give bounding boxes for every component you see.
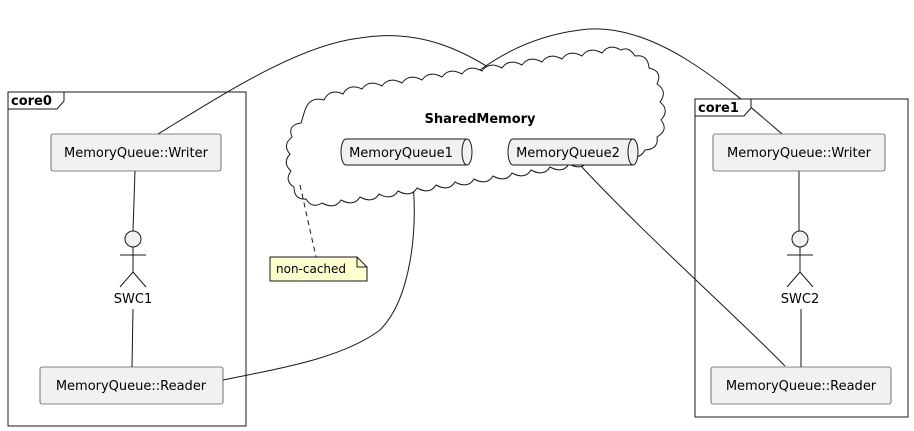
edge-queue2-to-core1-reader bbox=[579, 164, 786, 367]
frame-core0-tab bbox=[7, 91, 65, 110]
core0-reader-box bbox=[39, 366, 224, 405]
cloud-outline bbox=[285, 46, 666, 207]
note-text: non-cached bbox=[276, 262, 346, 276]
core1-reader-box bbox=[710, 366, 892, 405]
swc2-leg-right bbox=[799, 271, 814, 288]
swc1-label: SWC1 bbox=[114, 292, 152, 307]
queue2-end bbox=[627, 138, 634, 166]
core0-reader-node[interactable]: MemoryQueue::Reader bbox=[39, 366, 224, 405]
core1-reader-node[interactable]: MemoryQueue::Reader bbox=[710, 366, 892, 405]
frame-core1-border bbox=[694, 98, 909, 418]
note-fold bbox=[356, 257, 367, 268]
swc1-leg-right bbox=[132, 271, 147, 288]
frame-core1: core1 bbox=[694, 98, 909, 418]
core1-writer-node[interactable]: MemoryQueue::Writer bbox=[712, 133, 886, 172]
core0-reader-label: MemoryQueue::Reader bbox=[56, 379, 207, 394]
queue1-label: MemoryQueue1 bbox=[349, 146, 453, 161]
core0-writer-label: MemoryQueue::Writer bbox=[64, 146, 209, 161]
queue2-label: MemoryQueue2 bbox=[516, 146, 620, 161]
edge-core0-writer-to-swc1 bbox=[132, 170, 136, 232]
swc2-head bbox=[791, 230, 809, 248]
edge-swc1-to-core0-reader bbox=[131, 308, 134, 368]
swc2-leg-left bbox=[786, 271, 801, 288]
core0-writer-node[interactable]: MemoryQueue::Writer bbox=[50, 133, 222, 172]
frame-core1-title: core1 bbox=[698, 101, 739, 116]
core1-writer-box bbox=[712, 133, 886, 172]
edge-queue1-to-core0-reader bbox=[222, 164, 415, 381]
note-non-cached: non-cached bbox=[269, 256, 368, 282]
note-link bbox=[299, 184, 317, 258]
swc1-head bbox=[124, 230, 142, 248]
cloud-title: SharedMemory bbox=[424, 112, 536, 127]
frame-core0-title: core0 bbox=[11, 94, 52, 109]
frame-core1-tab bbox=[694, 98, 752, 117]
swc2-label: SWC2 bbox=[781, 292, 819, 307]
swc1-leg-left bbox=[119, 271, 134, 288]
queue-memoryqueue2: MemoryQueue2 bbox=[507, 138, 639, 166]
core1-reader-label: MemoryQueue::Reader bbox=[726, 379, 877, 394]
note-body bbox=[269, 256, 368, 282]
queue1-end bbox=[461, 138, 468, 166]
actor-swc2[interactable] bbox=[786, 230, 814, 288]
core1-writer-label: MemoryQueue::Writer bbox=[727, 146, 872, 161]
cloud-shared-memory: SharedMemory MemoryQueue1 MemoryQueue2 bbox=[285, 46, 666, 207]
actor-swc1[interactable] bbox=[119, 230, 147, 288]
core0-writer-box bbox=[50, 133, 222, 172]
frame-core0-border bbox=[7, 91, 247, 427]
queue-memoryqueue1: MemoryQueue1 bbox=[340, 138, 473, 166]
frame-core0: core0 bbox=[7, 91, 247, 427]
